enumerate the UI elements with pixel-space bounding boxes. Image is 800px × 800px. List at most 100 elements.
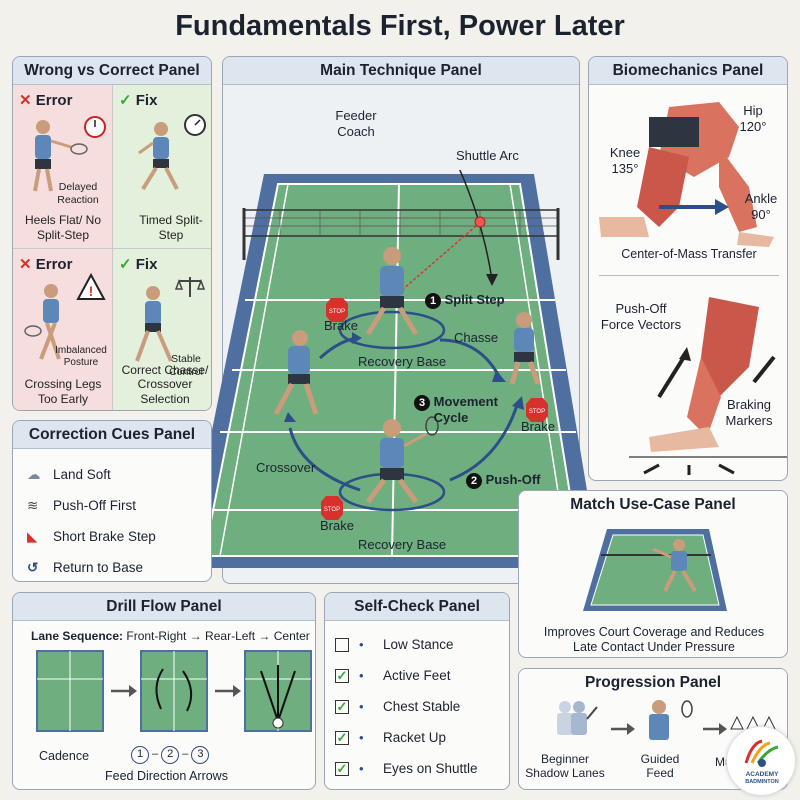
recovery-base-label: Recovery Base xyxy=(358,354,447,369)
step-circle: 2 xyxy=(161,746,180,764)
shoe-icon: ◣ xyxy=(27,529,38,544)
stage-label: Beginner Shadow Lanes xyxy=(525,752,605,780)
step-number-badge: 2 xyxy=(466,473,482,489)
player-icon xyxy=(365,247,419,336)
balance-scale-icon xyxy=(175,277,205,297)
leg-anatomy-illustration xyxy=(599,102,774,247)
correction-cues-panel: Correction Cues Panel ☁Land Soft ≋Push-O… xyxy=(12,420,212,582)
step-number-badge: 1 xyxy=(425,293,441,309)
panel-title: Drill Flow Panel xyxy=(13,593,315,621)
spring-icon: ≋ xyxy=(27,498,39,513)
hip-angle-label: Hip 120° xyxy=(739,103,767,134)
braking-markers-label: Braking Markers xyxy=(725,397,773,428)
brake-label: Brake xyxy=(324,318,358,333)
self-check-panel: Self-Check Panel • Low Stance ✓ • Active Fee… xyxy=(324,592,510,790)
checkbox[interactable]: ✓ xyxy=(335,761,349,777)
match-caption: Improves Court Coverage and Reduces Late… xyxy=(543,625,765,654)
check-icon: ✓ xyxy=(119,256,132,273)
feet-icon: • xyxy=(359,668,364,683)
crossover-label: Crossover xyxy=(256,460,316,475)
athlete-icon xyxy=(135,286,173,362)
self-check-item: ✓ • Eyes on Shuttle xyxy=(335,753,478,784)
self-check-label: Active Feet xyxy=(383,668,451,683)
recovery-base-label: Recovery Base xyxy=(358,537,447,552)
self-check-item: ✓ • Active Feet xyxy=(335,660,478,691)
x-icon: ✕ xyxy=(19,256,32,273)
athlete-icon xyxy=(33,116,106,192)
athlete-icon xyxy=(138,114,206,191)
knee-angle-label: Knee 135° xyxy=(609,145,641,176)
stance-icon: • xyxy=(359,637,364,652)
drill-lanes-diagram xyxy=(36,650,312,732)
checkbox[interactable]: ✓ xyxy=(335,730,349,746)
ankle-angle-label: Ankle 90° xyxy=(744,191,778,222)
self-check-label: Racket Up xyxy=(383,730,447,745)
checkbox[interactable] xyxy=(335,638,349,653)
player-icon xyxy=(365,416,439,504)
cue-item: ↺Return to Base xyxy=(27,552,156,581)
panel-title: Biomechanics Panel xyxy=(589,57,787,85)
chasse-label: Chasse xyxy=(454,330,499,345)
wrong-correct-panel: Wrong vs Correct Panel ✕ Error Delayed R… xyxy=(12,56,212,411)
panel-title: Wrong vs Correct Panel xyxy=(13,57,211,85)
cloud-icon: ☁ xyxy=(27,467,41,482)
self-check-label: Low Stance xyxy=(383,637,454,652)
self-check-item: • Low Stance xyxy=(335,629,478,660)
self-check-label: Chest Stable xyxy=(383,699,461,714)
push-off-vectors-label: Push-Off Force Vectors xyxy=(600,301,682,332)
shuttlecock-logo-icon xyxy=(744,739,779,767)
biomechanics-panel: Biomechanics Panel Hip 120° Knee 135° An… xyxy=(588,56,788,481)
step-number-badge: 3 xyxy=(414,395,430,411)
eye-icon: • xyxy=(359,761,364,776)
brake-label: Brake xyxy=(320,518,354,533)
svg-text:STOP: STOP xyxy=(329,309,345,315)
player-icon xyxy=(273,330,319,416)
court-diagram: STOP STOP STOP xyxy=(184,170,600,568)
shuttle-arc-label: Shuttle Arc xyxy=(456,148,519,163)
page-title: Fundamentals First, Power Later xyxy=(175,10,625,42)
cue-item: ☁Land Soft xyxy=(27,459,156,490)
athlete-icon xyxy=(24,284,61,360)
progression-panel: Progression Panel Beginner Shadow Lanes … xyxy=(518,668,788,790)
checkbox[interactable]: ✓ xyxy=(335,699,349,715)
panel-title: Main Technique Panel xyxy=(223,57,579,85)
check-icon: ✓ xyxy=(119,92,132,109)
step-circle: 3 xyxy=(191,746,210,764)
movement-cycle-label: 3 Movement Cycle xyxy=(414,394,498,425)
self-check-label: Eyes on Shuttle xyxy=(383,761,478,776)
panel-title: Correction Cues Panel xyxy=(13,421,211,449)
cadence-steps: 1 – 2 – 3 xyxy=(131,746,210,764)
push-off-label: 2 Push-Off xyxy=(466,472,541,489)
checkbox[interactable]: ✓ xyxy=(335,668,349,684)
match-court-illustration xyxy=(583,529,727,611)
progression-illustration xyxy=(557,700,776,740)
brake-label: Brake xyxy=(521,419,555,434)
stage-label: Guided Feed xyxy=(640,752,680,780)
svg-text:!: ! xyxy=(89,283,94,299)
fix-cell-2: ✓ Fix Stable Control Correct Chasse/ Cro… xyxy=(113,248,211,410)
split-step-label: 1 Split Step xyxy=(425,292,505,309)
panel-title: Progression Panel xyxy=(519,669,787,697)
match-use-case-panel: Match Use-Case Panel Improves Court Cove… xyxy=(518,490,788,658)
drill-flow-panel: Drill Flow Panel Lane Sequence: Front-Ri… xyxy=(12,592,316,790)
warning-icon: ! xyxy=(76,273,106,300)
self-check-item: ✓•Racket Up xyxy=(335,722,478,753)
panel-title: Self-Check Panel xyxy=(325,593,509,621)
chest-icon: • xyxy=(359,699,364,714)
com-transfer-label: Center-of-Mass Transfer xyxy=(621,247,757,261)
x-icon: ✕ xyxy=(19,92,32,109)
error-cell-2: ✕ Error ! Imbalanced Posture Crossing Le… xyxy=(13,248,113,410)
lane-sequence: Lane Sequence: Front-Right → Rear-Left →… xyxy=(31,629,310,643)
svg-text:STOP: STOP xyxy=(324,507,340,513)
return-arrow-icon: ↺ xyxy=(27,560,39,575)
svg-text:STOP: STOP xyxy=(529,409,545,415)
leg-force-illustration xyxy=(629,297,787,475)
cue-item: ≋Push-Off First xyxy=(27,490,156,521)
feed-direction-label: Feed Direction Arrows xyxy=(105,769,228,783)
panel-title: Match Use-Case Panel xyxy=(519,491,787,519)
error-cell-1: ✕ Error Delayed Reaction Heels Flat/ No … xyxy=(13,85,113,248)
cue-item: ◣Short Brake Step xyxy=(27,521,156,552)
step-circle: 1 xyxy=(131,746,149,764)
academy-logo: ACADEMY BADMINTON xyxy=(726,726,796,796)
cadence-label: Cadence xyxy=(39,749,90,763)
